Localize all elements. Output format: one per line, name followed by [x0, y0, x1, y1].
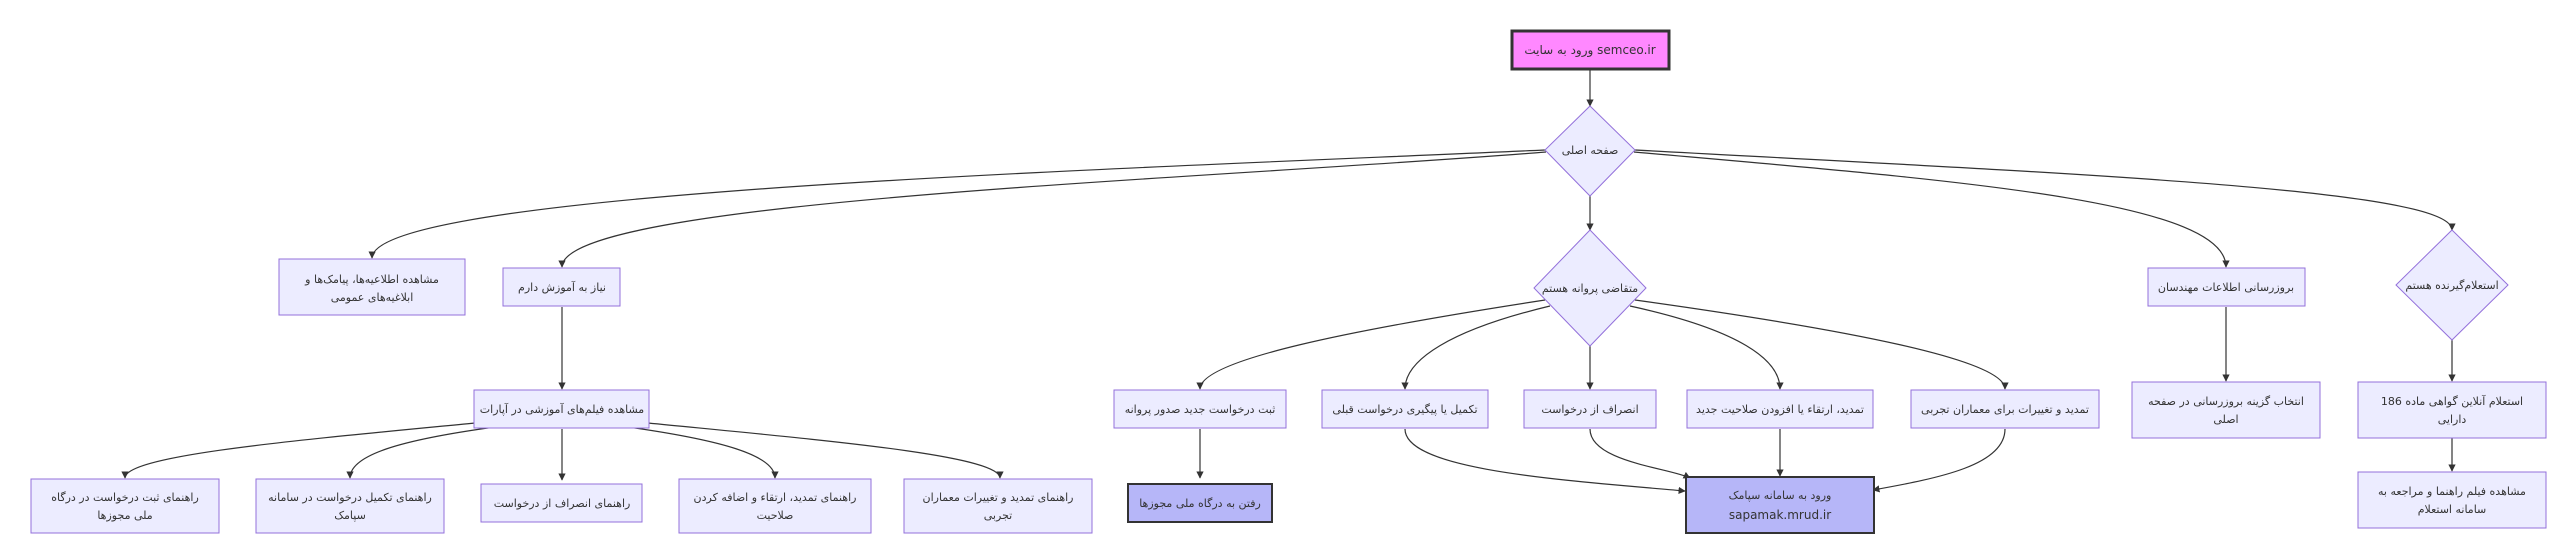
node-update-engineer[interactable]: بروزرسانی اطلاعات مهندسان — [2147, 267, 2306, 307]
svg-text:بروزرسانی اطلاعات مهندسان: بروزرسانی اطلاعات مهندسان — [2158, 281, 2294, 294]
node-cancel-request[interactable]: انصراف از درخواست — [1523, 389, 1657, 429]
node-view-film[interactable]: مشاهده فیلم راهنما و مراجعه به سامانه اس… — [2357, 471, 2547, 529]
node-online-inquiry[interactable]: استعلام آنلاین گواهی ماده 186 دارایی — [2357, 381, 2547, 439]
edge-arch-sapamak — [1872, 428, 2006, 493]
node-new-request[interactable]: ثبت درخواست جدید صدور پروانه — [1113, 389, 1287, 429]
node-home-decision[interactable]: صفحه اصلی — [1544, 105, 1636, 197]
svg-text:متقاضی پروانه هستم: متقاضی پروانه هستم — [1542, 282, 1638, 295]
edge-follow-sapamak — [1404, 428, 1686, 495]
svg-text:اصلی: اصلی — [2213, 413, 2238, 426]
svg-text:انصراف از درخواست: انصراف از درخواست — [1541, 403, 1638, 416]
node-sapamak-login[interactable]: ورود به سامانه سپامک sapamak.mrud.ir — [1685, 476, 1875, 534]
edge-applicant-follow — [1401, 305, 1551, 390]
edge-videos-g1 — [121, 422, 476, 479]
svg-text:مشاهده اطلاعیه‌ها، پیامک‌ها و: مشاهده اطلاعیه‌ها، پیامک‌ها و — [304, 273, 439, 286]
node-guide-submit[interactable]: راهنمای ثبت درخواست در درگاه ملی مجوزها — [30, 478, 220, 534]
edge-videos-g2 — [346, 426, 496, 479]
svg-text:سپامک: سپامک — [334, 509, 366, 522]
svg-text:ثبت درخواست جدید صدور پروانه: ثبت درخواست جدید صدور پروانه — [1125, 403, 1276, 416]
node-guide-architects[interactable]: راهنمای تمدید و تغییرات معماران تجربی — [903, 478, 1093, 534]
svg-text:sapamak.mrud.ir: sapamak.mrud.ir — [1729, 508, 1831, 522]
node-guide-complete[interactable]: راهنمای تکمیل درخواست در سامانه سپامک — [255, 478, 445, 534]
edges — [121, 70, 2456, 495]
node-national-portal[interactable]: رفتن به درگاه ملی مجوزها — [1127, 483, 1273, 523]
svg-text:راهنمای ثبت درخواست در درگاه: راهنمای ثبت درخواست در درگاه — [51, 491, 199, 504]
svg-text:صفحه اصلی: صفحه اصلی — [1562, 144, 1619, 157]
svg-text:راهنمای تمدید، ارتقاء و اضافه: راهنمای تمدید، ارتقاء و اضافه کردن — [694, 491, 857, 504]
svg-text:ملی مجوزها: ملی مجوزها — [97, 509, 152, 522]
svg-text:راهنمای انصراف از درخواست: راهنمای انصراف از درخواست — [494, 497, 631, 510]
svg-text:ورود به سایت semceo.ir: ورود به سایت semceo.ir — [1524, 43, 1655, 58]
edge-videos-g4 — [627, 426, 779, 479]
node-view-notices[interactable]: مشاهده اطلاعیه‌ها، پیامک‌ها و ابلاغیه‌ها… — [278, 258, 466, 316]
edge-home-inquirer — [1634, 149, 2456, 231]
node-start-site[interactable]: ورود به سایت semceo.ir — [1510, 29, 1671, 71]
svg-text:رفتن به درگاه ملی مجوزها: رفتن به درگاه ملی مجوزها — [1139, 497, 1261, 510]
svg-text:ابلاغیه‌های عمومی: ابلاغیه‌های عمومی — [331, 291, 414, 304]
edge-applicant-arch — [1634, 299, 2009, 390]
edge-home-update — [1633, 151, 2230, 268]
edge-videos-g5 — [647, 422, 1004, 479]
edge-applicant-new — [1196, 299, 1546, 390]
svg-text:سامانه استعلام: سامانه استعلام — [2418, 503, 2487, 516]
node-applicant-decision[interactable]: متقاضی پروانه هستم — [1533, 229, 1647, 347]
node-inquirer-decision[interactable]: استعلام‌گیرنده هستم — [2395, 229, 2509, 341]
svg-text:راهنمای تکمیل درخواست در سامان: راهنمای تکمیل درخواست در سامانه — [268, 491, 432, 504]
svg-text:انتخاب گزینه بروزرسانی در صفحه: انتخاب گزینه بروزرسانی در صفحه — [2148, 395, 2304, 408]
edge-home-training — [558, 151, 1547, 268]
svg-text:صلاحیت: صلاحیت — [757, 509, 794, 522]
node-renew-upgrade[interactable]: تمدید، ارتقاء یا افزودن صلاحیت جدید — [1686, 389, 1874, 429]
node-need-training[interactable]: نیاز به آموزش دارم — [502, 267, 621, 307]
svg-text:راهنمای تمدید و تغییرات معمارا: راهنمای تمدید و تغییرات معماران — [923, 491, 1074, 504]
svg-text:مشاهده فیلم راهنما و مراجعه به: مشاهده فیلم راهنما و مراجعه به — [2378, 485, 2526, 498]
node-choose-update[interactable]: انتخاب گزینه بروزرسانی در صفحه اصلی — [2131, 381, 2321, 439]
node-watch-videos[interactable]: مشاهده فیلم‌های آموزشی در آپارات — [473, 389, 650, 429]
node-guide-cancel[interactable]: راهنمای انصراف از درخواست — [480, 483, 643, 523]
edge-home-notices — [368, 149, 1546, 259]
svg-text:تمدید و تغییرات برای معماران ت: تمدید و تغییرات برای معماران تجربی — [1921, 403, 2089, 416]
edge-cancel-sapamak — [1589, 428, 1691, 479]
svg-text:تمدید، ارتقاء یا افزودن صلاحیت: تمدید، ارتقاء یا افزودن صلاحیت جدید — [1696, 403, 1864, 416]
node-architects-changes[interactable]: تمدید و تغییرات برای معماران تجربی — [1910, 389, 2100, 429]
svg-text:تجربی: تجربی — [984, 509, 1012, 522]
svg-text:استعلام‌گیرنده هستم: استعلام‌گیرنده هستم — [2405, 279, 2498, 292]
svg-text:تکمیل یا پیگیری درخواست قبلی: تکمیل یا پیگیری درخواست قبلی — [1332, 403, 1477, 416]
edge-applicant-renew — [1629, 305, 1784, 390]
svg-text:نیاز به آموزش دارم: نیاز به آموزش دارم — [518, 280, 606, 294]
node-guide-renew[interactable]: راهنمای تمدید، ارتقاء و اضافه کردن صلاحی… — [678, 478, 872, 534]
svg-text:ورود به سامانه سپامک: ورود به سامانه سپامک — [1729, 489, 1832, 502]
svg-text:دارایی: دارایی — [2438, 413, 2467, 426]
node-follow-previous[interactable]: تکمیل یا پیگیری درخواست قبلی — [1321, 389, 1489, 429]
svg-text:مشاهده فیلم‌های آموزشی در آپار: مشاهده فیلم‌های آموزشی در آپارات — [480, 402, 645, 416]
svg-text:استعلام آنلاین گواهی ماده 186: استعلام آنلاین گواهی ماده 186 — [2381, 394, 2523, 408]
